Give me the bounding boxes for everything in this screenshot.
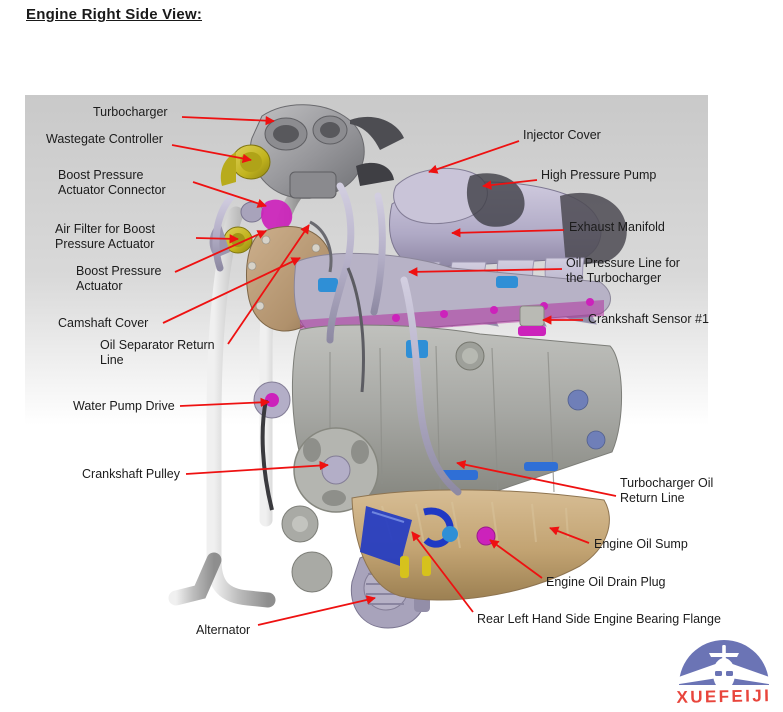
oil-sump-part <box>351 489 610 601</box>
callout-label-turbocharger: Turbocharger <box>93 105 168 119</box>
callout-label-oil-separator-return-line: Oil Separator Return Line <box>100 338 215 367</box>
leader-camshaft-cover <box>162 257 301 324</box>
callout-label-boost-pressure-actuator: Boost Pressure Actuator <box>76 264 162 293</box>
pulley-group <box>253 381 379 593</box>
callout-label-wastegate-controller: Wastegate Controller <box>46 132 163 146</box>
leader-air-filter-for-boost-pressure-actuator <box>195 234 239 244</box>
oil-separator-return-line-part <box>309 220 333 273</box>
leader-injector-cover <box>428 140 520 174</box>
watermark-brand-text: XUEFEIJI <box>676 686 771 707</box>
callout-label-alternator: Alternator <box>196 623 251 637</box>
callout-label-water-pump-drive: Water Pump Drive <box>73 399 175 413</box>
leader-rear-left-hand-side-engine-bearing-flange <box>411 531 474 613</box>
boost-actuator-connector-part <box>261 199 293 232</box>
bearing-flange-part <box>360 506 412 566</box>
callout-label-injector-cover: Injector Cover <box>523 128 601 142</box>
callout-label-crankshaft-pulley: Crankshaft Pulley <box>82 467 180 481</box>
callout-label-engine-oil-sump: Engine Oil Sump <box>594 537 688 551</box>
callout-label-engine-oil-drain-plug: Engine Oil Drain Plug <box>546 575 666 589</box>
leader-oil-pressure-line-for-the-turbocharger <box>408 267 563 277</box>
callout-label-exhaust-manifold: Exhaust Manifold <box>569 220 665 234</box>
leader-water-pump-drive <box>179 397 270 408</box>
leader-engine-oil-sump <box>549 526 590 544</box>
leader-crankshaft-pulley <box>185 460 329 475</box>
callout-label-high-pressure-pump: High Pressure Pump <box>541 168 657 182</box>
leader-turbocharger-oil-return-line <box>456 460 617 497</box>
leader-engine-oil-drain-plug <box>489 539 543 579</box>
callout-label-rear-left-hand-side-engine-bearing-flange: Rear Left Hand Side Engine Bearing Flang… <box>477 612 721 626</box>
crankshaft-sensor-part <box>518 305 546 336</box>
page-title: Engine Right Side View: <box>26 6 203 23</box>
oil-and-return-lines <box>212 182 462 496</box>
callout-label-turbocharger-oil-return-line: Turbocharger Oil Return Line <box>620 476 714 505</box>
leader-exhaust-manifold <box>451 228 565 238</box>
high-pressure-pump-part <box>466 173 525 227</box>
leader-boost-pressure-actuator-connector <box>192 181 267 208</box>
engine-assembly <box>168 104 627 629</box>
watermark-logo: XUEFEIJI <box>665 627 783 707</box>
callout-label-crankshaft-sensor-1: Crankshaft Sensor #1 <box>588 312 709 326</box>
leader-boost-pressure-actuator <box>174 230 267 273</box>
leader-wastegate-controller <box>171 144 252 164</box>
turbocharger-part <box>250 104 404 199</box>
callout-label-oil-pressure-line-for-the-turbocharger: Oil Pressure Line for the Turbocharger <box>566 256 680 285</box>
callout-label-boost-pressure-actuator-connector: Boost Pressure Actuator Connector <box>58 168 166 197</box>
leader-high-pressure-pump <box>482 179 538 190</box>
callout-lines <box>162 115 617 626</box>
leader-turbocharger <box>181 115 275 126</box>
callout-label-camshaft-cover: Camshaft Cover <box>58 316 149 330</box>
airplane-icon <box>673 645 775 690</box>
leader-alternator <box>257 595 376 626</box>
turbocharger-oil-line-part <box>346 267 365 393</box>
callout-label-air-filter-for-boost-pressure-actuator: Air Filter for Boost Pressure Actuator <box>55 222 156 251</box>
leader-oil-separator-return-line <box>227 224 310 345</box>
